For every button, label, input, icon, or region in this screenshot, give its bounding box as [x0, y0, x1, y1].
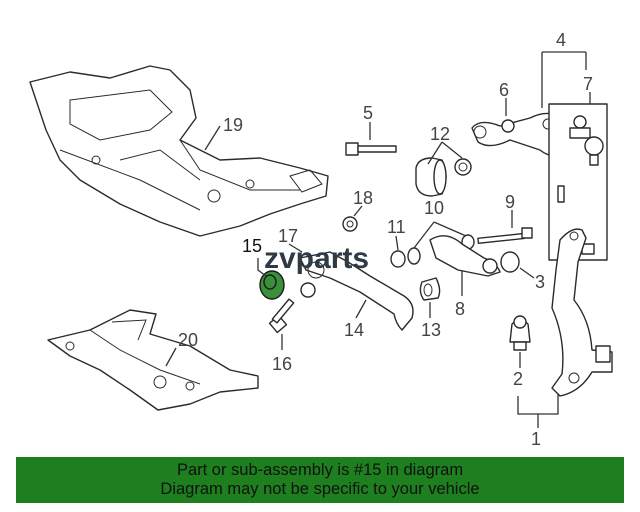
callout-10: 10 — [424, 198, 444, 218]
bushing-part-15[interactable] — [259, 270, 285, 300]
nut-part-18[interactable] — [342, 216, 358, 232]
callout-17: 17 — [278, 226, 298, 246]
callout-18: 18 — [353, 188, 373, 208]
bolt-part-5[interactable] — [345, 142, 397, 156]
callout-14: 14 — [344, 320, 364, 340]
bushing-part-13[interactable] — [419, 277, 441, 301]
info-banner: Part or sub-assembly is #15 in diagram D… — [16, 457, 624, 503]
banner-line-1: Part or sub-assembly is #15 in diagram — [176, 461, 464, 479]
lower-control-arm-part-14[interactable] — [299, 251, 414, 331]
steering-knuckle-part-1[interactable] — [551, 228, 613, 397]
ball-joint-part-2[interactable] — [509, 315, 531, 351]
bushing-part-11[interactable] — [390, 250, 406, 268]
callout-13: 13 — [421, 320, 441, 340]
callout-6: 6 — [499, 80, 509, 100]
front-subframe-part-19[interactable] — [29, 65, 329, 237]
bolt-part-9[interactable] — [477, 227, 533, 244]
callout-11: 11 — [387, 217, 406, 237]
bushing-part-12[interactable] — [415, 157, 472, 197]
callout-19: 19 — [223, 115, 243, 135]
callout-2: 2 — [513, 369, 523, 389]
callout-15: 15 — [242, 236, 262, 256]
control-arm-part-8[interactable] — [429, 235, 501, 277]
callout-7: 7 — [583, 74, 593, 94]
banner-line-2: Diagram may not be specific to your vehi… — [160, 480, 480, 498]
bushing-part-3[interactable] — [500, 251, 520, 273]
callout-5: 5 — [363, 103, 373, 123]
callout-8: 8 — [455, 299, 465, 319]
brand-watermark-logo: zvparts — [264, 242, 369, 275]
callout-16: 16 — [272, 354, 292, 374]
parts-diagram: 19 5 12 4 6 7 18 — [29, 30, 613, 449]
rear-subframe-part-20[interactable] — [47, 309, 259, 411]
callout-3: 3 — [535, 272, 545, 292]
nut-part-6[interactable] — [501, 119, 515, 133]
callout-1: 1 — [531, 429, 541, 449]
bolt-part-16[interactable] — [268, 298, 295, 334]
callout-20: 20 — [178, 330, 198, 350]
callout-12: 12 — [430, 124, 450, 144]
callout-9: 9 — [505, 192, 515, 212]
callout-4: 4 — [556, 30, 566, 50]
